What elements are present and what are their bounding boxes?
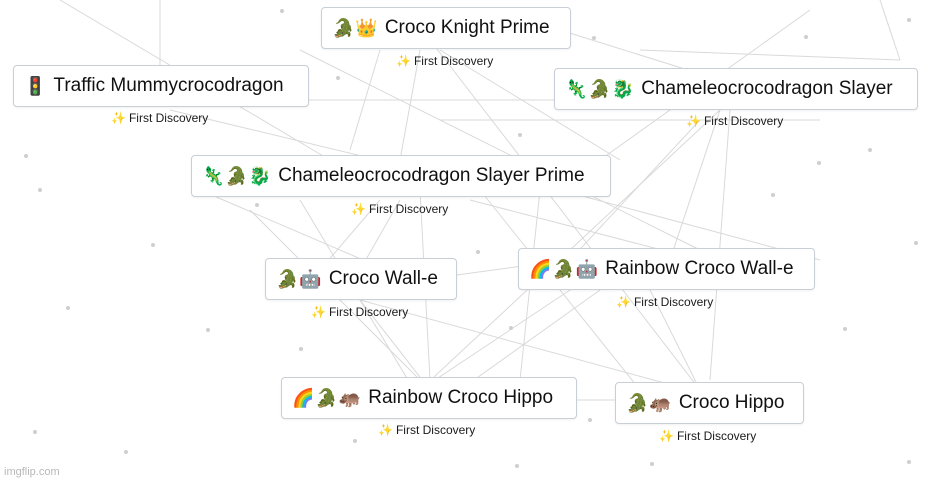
first-discovery-badge: ✨ First Discovery	[616, 295, 713, 309]
first-discovery-badge: ✨ First Discovery	[378, 423, 475, 437]
chameleocrocodragon-slayer-icons: 🦎🐊🐉	[565, 78, 636, 100]
background-dot	[650, 462, 654, 466]
connection-line	[349, 49, 381, 151]
connection-line	[669, 109, 721, 261]
sparkles-icon: ✨	[111, 111, 126, 125]
background-dot	[280, 9, 284, 13]
element-rainbow-croco-wall-e[interactable]: 🌈🐊🤖 Rainbow Croco Wall-e	[518, 248, 815, 290]
first-discovery-badge: ✨ First Discovery	[659, 429, 756, 443]
background-dot	[336, 76, 340, 80]
chameleocrocodragon-slayer-prime-icons: 🦎🐊🐉	[202, 165, 273, 187]
sparkles-icon: ✨	[396, 54, 411, 68]
element-chameleocrocodragon-slayer[interactable]: 🦎🐊🐉 Chameleocrocodragon Slayer	[554, 68, 918, 110]
background-dot	[817, 161, 821, 165]
connection-line	[439, 49, 621, 161]
badge-text: First Discovery	[328, 305, 409, 319]
background-dot	[206, 328, 210, 332]
sparkles-icon: ✨	[659, 429, 674, 443]
background-dot	[515, 464, 519, 468]
background-dot	[24, 154, 28, 158]
croco-hippo-icons: 🐊🦛	[626, 392, 673, 414]
croco-knight-prime-icons: 🐊👑	[332, 17, 379, 39]
first-discovery-badge: ✨ First Discovery	[111, 111, 208, 125]
connection-line	[709, 109, 731, 381]
sparkles-icon: ✨	[311, 305, 326, 319]
element-chameleocrocodragon-slayer-prime[interactable]: 🦎🐊🐉 Chameleocrocodragon Slayer Prime	[191, 155, 611, 197]
element-croco-wall-e[interactable]: 🐊🤖 Croco Wall-e	[265, 258, 457, 300]
badge-text: First Discovery	[413, 54, 494, 68]
element-croco-knight-prime[interactable]: 🐊👑 Croco Knight Prime	[321, 7, 571, 49]
background-dot	[299, 347, 303, 351]
connection-line	[359, 299, 691, 391]
background-dot	[592, 36, 596, 40]
sparkles-icon: ✨	[686, 114, 701, 128]
background-dot	[151, 243, 155, 247]
background-dot	[518, 133, 522, 137]
first-discovery-badge: ✨ First Discovery	[396, 54, 493, 68]
connection-line	[879, 0, 901, 61]
element-traffic-mummycrocodragon[interactable]: 🚦 Traffic Mummycrocodragon	[13, 65, 309, 107]
background-dot	[476, 250, 480, 254]
background-dot	[868, 148, 872, 152]
badge-text: First Discovery	[128, 111, 209, 125]
background-dot	[509, 326, 513, 330]
badge-text: First Discovery	[676, 429, 757, 443]
connection-line	[649, 289, 701, 391]
background-dot	[38, 188, 42, 192]
badge-text: First Discovery	[703, 114, 784, 128]
badge-text: First Discovery	[368, 202, 449, 216]
element-label: Croco Wall-e	[328, 268, 438, 289]
element-rainbow-croco-hippo[interactable]: 🌈🐊🦛 Rainbow Croco Hippo	[281, 377, 577, 419]
background-dot	[588, 418, 592, 422]
element-label: Rainbow Croco Hippo	[368, 387, 554, 408]
sparkles-icon: ✨	[616, 295, 631, 309]
first-discovery-badge: ✨ First Discovery	[351, 202, 448, 216]
badge-text: First Discovery	[395, 423, 476, 437]
background-dot	[124, 450, 128, 454]
background-dot	[804, 35, 808, 39]
element-label: Chameleocrocodragon Slayer Prime	[278, 165, 585, 186]
background-dot	[353, 439, 357, 443]
element-label: Croco Hippo	[678, 392, 785, 413]
connection-line	[459, 289, 601, 391]
connection-line	[429, 39, 701, 391]
traffic-light-icon: 🚦	[24, 75, 48, 97]
connection-line	[639, 49, 901, 61]
rainbow-croco-hippo-icons: 🌈🐊🦛	[292, 387, 363, 409]
sparkles-icon: ✨	[351, 202, 366, 216]
background-dot	[914, 241, 918, 245]
connection-line	[299, 199, 421, 401]
element-label: Rainbow Croco Wall-e	[605, 258, 794, 279]
connection-line	[419, 269, 601, 391]
background-dot	[907, 18, 911, 22]
connection-line	[479, 189, 641, 391]
connection-line	[359, 299, 431, 391]
croco-wall-e-icons: 🐊🤖	[276, 268, 323, 290]
background-dot	[255, 203, 259, 207]
element-label: Traffic Mummycrocodragon	[53, 75, 284, 96]
first-discovery-badge: ✨ First Discovery	[686, 114, 783, 128]
background-dot	[33, 430, 37, 434]
element-croco-hippo[interactable]: 🐊🦛 Croco Hippo	[615, 382, 804, 424]
element-label: Croco Knight Prime	[384, 17, 550, 38]
element-label: Chameleocrocodragon Slayer	[641, 78, 893, 99]
badge-text: First Discovery	[633, 295, 714, 309]
first-discovery-badge: ✨ First Discovery	[311, 305, 408, 319]
watermark: imgflip.com	[4, 466, 60, 478]
background-dot	[66, 306, 70, 310]
sparkles-icon: ✨	[378, 423, 393, 437]
connection-line	[299, 49, 701, 251]
background-dot	[907, 460, 911, 464]
rainbow-croco-wall-e-icons: 🌈🐊🤖	[529, 258, 600, 280]
background-dot	[843, 327, 847, 331]
background-dot	[771, 193, 775, 197]
